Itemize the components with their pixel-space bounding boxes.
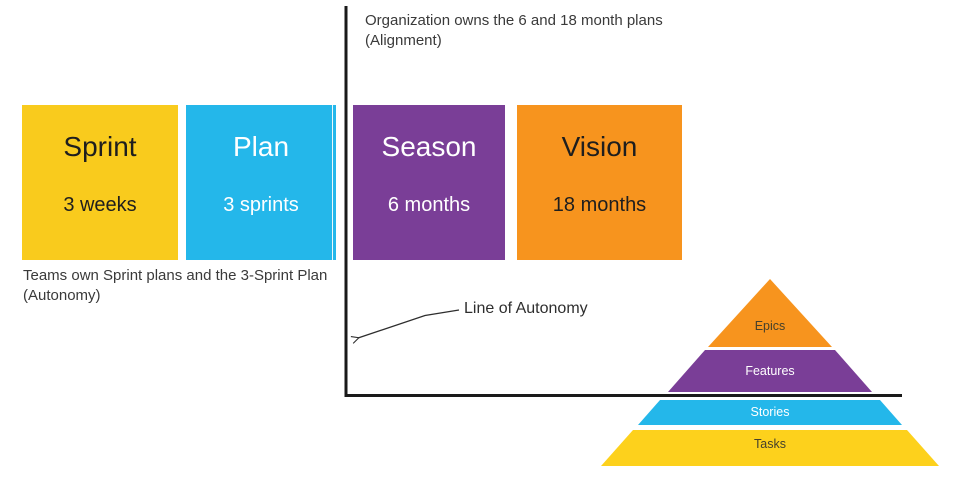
vision-box-title: Vision [561, 131, 638, 162]
alignment-note: Organization owns the 6 and 18 month pla… [365, 12, 663, 49]
plan-box: Plan 3 sprints [186, 105, 336, 260]
vision-box: Vision 18 months [517, 105, 682, 260]
plan-box-duration: 3 sprints [223, 194, 299, 216]
pyramid-layer-features [668, 350, 872, 392]
plan-box-title: Plan [232, 131, 290, 162]
sprint-box-duration: 3 weeks [63, 194, 137, 216]
pyramid-layer-tasks [601, 430, 939, 466]
season-box-title: Season [381, 131, 477, 162]
plan-box-edge-highlight [331, 105, 333, 260]
line-of-autonomy-arrow [358, 309, 460, 338]
sprint-box: Sprint 3 weeks [22, 105, 178, 260]
season-box: Season 6 months [353, 105, 505, 260]
line-of-autonomy-label: Line of Autonomy [464, 300, 588, 317]
autonomy-note: Teams own Sprint plans and the 3-Sprint … [23, 267, 328, 304]
pyramid-label-stories: Stories [751, 405, 790, 419]
season-box-duration: 6 months [387, 194, 471, 216]
backlog-pyramid: Epics Features Stories Tasks [601, 279, 939, 466]
pyramid-label-features: Features [745, 364, 794, 378]
pyramid-layer-epics [708, 279, 832, 347]
pyramid-label-tasks: Tasks [754, 437, 786, 451]
vision-box-duration: 18 months [552, 194, 647, 216]
sprint-box-title: Sprint [63, 131, 137, 162]
pyramid-label-epics: Epics [755, 319, 786, 333]
pyramid-layer-stories [638, 400, 902, 425]
